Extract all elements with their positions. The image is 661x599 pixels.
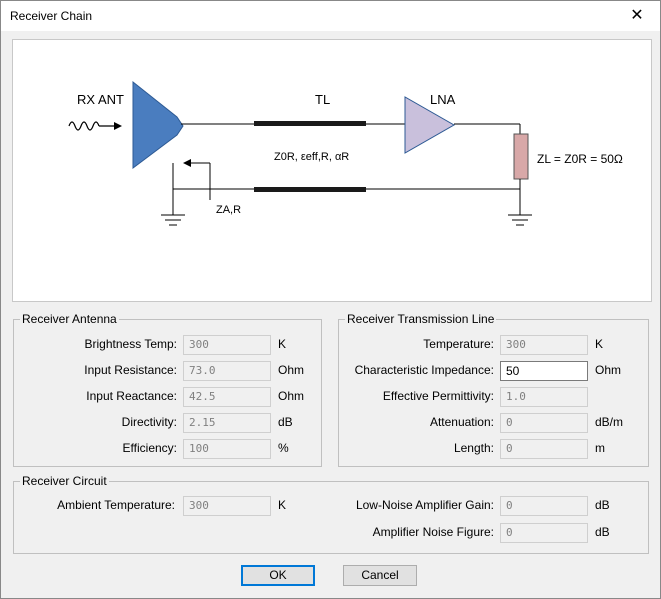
- input-resistance-unit: Ohm: [278, 363, 305, 377]
- rx-ant-label: RX ANT: [77, 92, 124, 107]
- efficiency-unit: %: [278, 441, 289, 455]
- tl-temperature-unit: K: [595, 337, 604, 351]
- tl-label: TL: [315, 92, 330, 107]
- efficiency-field[interactable]: 100: [183, 439, 271, 459]
- input-reactance-label: Input Reactance:: [86, 389, 177, 403]
- cancel-button[interactable]: Cancel: [343, 565, 417, 586]
- noise-figure-label: Amplifier Noise Figure:: [372, 525, 494, 539]
- lna-label: LNA: [430, 92, 456, 107]
- receiver-circuit-title: Receiver Circuit: [20, 474, 109, 488]
- receiver-antenna-group: Receiver Antenna Brightness Temp: 300 K …: [13, 312, 322, 467]
- ambient-temperature-label: Ambient Temperature:: [57, 498, 175, 512]
- tl-top-conductor: [254, 121, 366, 126]
- tl-parameters-label: Z0R, εeff,R, αR: [274, 151, 349, 163]
- efficiency-label: Efficiency:: [122, 441, 177, 455]
- characteristic-impedance-unit: Ohm: [595, 363, 622, 377]
- title-bar: Receiver Chain ✕: [1, 1, 660, 31]
- receiver-circuit-group: Receiver Circuit Ambient Temperature: 30…: [13, 474, 649, 554]
- attenuation-field[interactable]: 0: [500, 413, 588, 433]
- effective-permittivity-label: Effective Permittivity:: [382, 389, 494, 403]
- ground-icon-left: [161, 214, 185, 226]
- lna-gain-unit: dB: [595, 498, 610, 512]
- effective-permittivity-field[interactable]: 1.0: [500, 387, 588, 407]
- brightness-temp-field[interactable]: 300: [183, 335, 271, 355]
- load-impedance-label: ZL = Z0R = 50Ω: [537, 152, 623, 166]
- receiver-antenna-title: Receiver Antenna: [20, 312, 119, 326]
- receiver-tl-title: Receiver Transmission Line: [345, 312, 497, 326]
- incoming-wave-icon: [68, 121, 100, 131]
- lna-gain-label: Low-Noise Amplifier Gain:: [355, 498, 494, 512]
- brightness-temp-label: Brightness Temp:: [84, 337, 178, 351]
- window-title: Receiver Chain: [10, 9, 93, 23]
- brightness-temp-unit: K: [278, 337, 287, 351]
- attenuation-label: Attenuation:: [429, 415, 494, 429]
- input-resistance-label: Input Resistance:: [84, 363, 177, 377]
- load-resistor: [513, 133, 529, 180]
- antenna-symbol: [132, 80, 184, 169]
- directivity-field[interactable]: 2.15: [183, 413, 271, 433]
- receiver-transmission-line-group: Receiver Transmission Line Temperature: …: [338, 312, 649, 467]
- close-icon[interactable]: ✕: [630, 7, 644, 24]
- tl-temperature-label: Temperature:: [423, 337, 494, 351]
- lna-symbol: [404, 96, 456, 154]
- receiver-chain-diagram: RX ANT TL LNA ZL = Z0R = 50Ω: [12, 39, 652, 302]
- noise-figure-unit: dB: [595, 525, 610, 539]
- za-label: ZA,R: [216, 204, 241, 216]
- characteristic-impedance-field[interactable]: 50: [500, 361, 588, 381]
- length-field[interactable]: 0: [500, 439, 588, 459]
- impedance-arrow-icon: [183, 159, 191, 167]
- ambient-temperature-field[interactable]: 300: [183, 496, 271, 516]
- ambient-temperature-unit: K: [278, 498, 287, 512]
- arrow-head-icon: [114, 122, 122, 130]
- noise-figure-field[interactable]: 0: [500, 523, 588, 543]
- directivity-unit: dB: [278, 415, 293, 429]
- characteristic-impedance-label: Characteristic Impedance:: [354, 363, 494, 377]
- attenuation-unit: dB/m: [595, 415, 624, 429]
- length-unit: m: [595, 441, 605, 455]
- tl-temperature-field[interactable]: 300: [500, 335, 588, 355]
- input-resistance-field[interactable]: 73.0: [183, 361, 271, 381]
- length-label: Length:: [453, 441, 494, 455]
- input-reactance-unit: Ohm: [278, 389, 305, 403]
- ok-button[interactable]: OK: [241, 565, 315, 586]
- circuit-schematic: RX ANT TL LNA ZL = Z0R = 50Ω: [68, 80, 623, 226]
- directivity-label: Directivity:: [121, 415, 177, 429]
- ground-icon-right: [508, 214, 532, 226]
- input-reactance-field[interactable]: 42.5: [183, 387, 271, 407]
- lna-gain-field[interactable]: 0: [500, 496, 588, 516]
- tl-bottom-conductor: [254, 187, 366, 192]
